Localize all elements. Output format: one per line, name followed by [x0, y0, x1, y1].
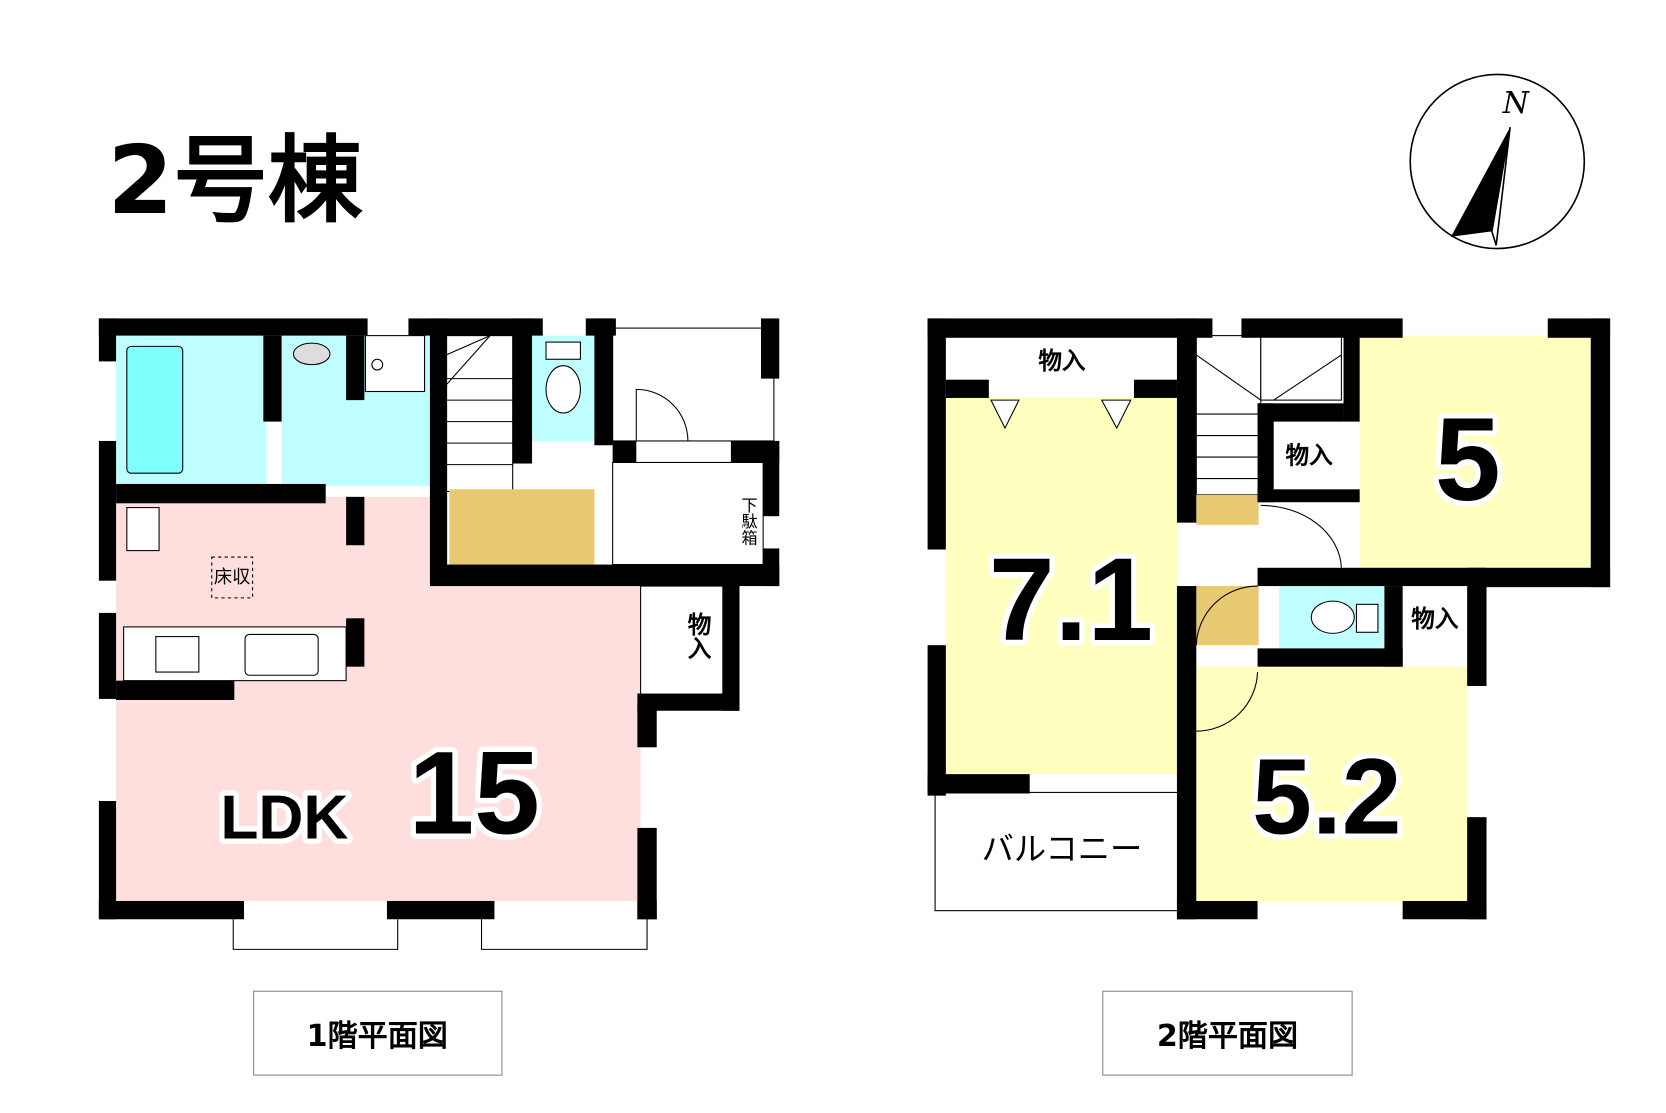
hall-floor: [449, 489, 595, 565]
shoe-box-label: 下駄箱: [739, 497, 758, 545]
balcony: [934, 791, 1179, 912]
ldk-size-label: 15: [408, 727, 540, 859]
floor2-caption: 2階平面図: [1102, 990, 1353, 1076]
entrance: [612, 461, 764, 566]
storage-top: [945, 337, 1177, 381]
floor-storage-label: 床収: [214, 567, 251, 588]
floor2-plan: バルコニー 物入 物入 物入: [927, 318, 1611, 920]
storage-1f: [640, 585, 728, 705]
room-5-label: 5: [1435, 394, 1501, 526]
room-7-1-label: 7.1: [989, 534, 1153, 666]
floor2-caption-text: 2階平面図: [1157, 1019, 1298, 1054]
floor1-caption-text: 1階平面図: [307, 1019, 448, 1054]
storage-right: [1402, 586, 1468, 649]
floor1-plan: 床収 物入: [98, 318, 780, 950]
compass-north-label: N: [1502, 86, 1531, 121]
sink-icon: [292, 342, 331, 366]
balcony-label: バルコニー: [982, 830, 1143, 868]
hall-floor-2f: [1196, 494, 1259, 525]
stairs-icon: [445, 335, 514, 493]
room-5-2-label: 5.2: [1252, 736, 1401, 856]
kitchen-sink-icon: [244, 633, 319, 676]
stairs-2f-icon: [1195, 335, 1342, 496]
building-title: 2号棟: [107, 126, 362, 236]
fridge-icon: [126, 507, 160, 552]
stove-icon: [155, 636, 200, 673]
storage-top-label: 物入: [1038, 347, 1086, 375]
bathtub-icon: [126, 345, 184, 474]
room-7-1: [945, 397, 1177, 775]
entrance-door-icon: [635, 388, 689, 441]
storage-mid-label: 物入: [1286, 442, 1334, 470]
ldk-prefix-label: LDK: [220, 784, 348, 853]
toilet-icon: [545, 365, 581, 414]
floor1-caption: 1階平面図: [253, 990, 503, 1076]
storage-right-label: 物入: [1411, 605, 1459, 633]
room-5: [1359, 335, 1591, 568]
north-compass-icon: N: [1409, 73, 1586, 250]
toilet-2f-icon: [1310, 600, 1355, 634]
floor-storage-icon: [211, 556, 254, 599]
room-5-2: [1196, 666, 1468, 901]
storage-mid: [1273, 421, 1344, 489]
